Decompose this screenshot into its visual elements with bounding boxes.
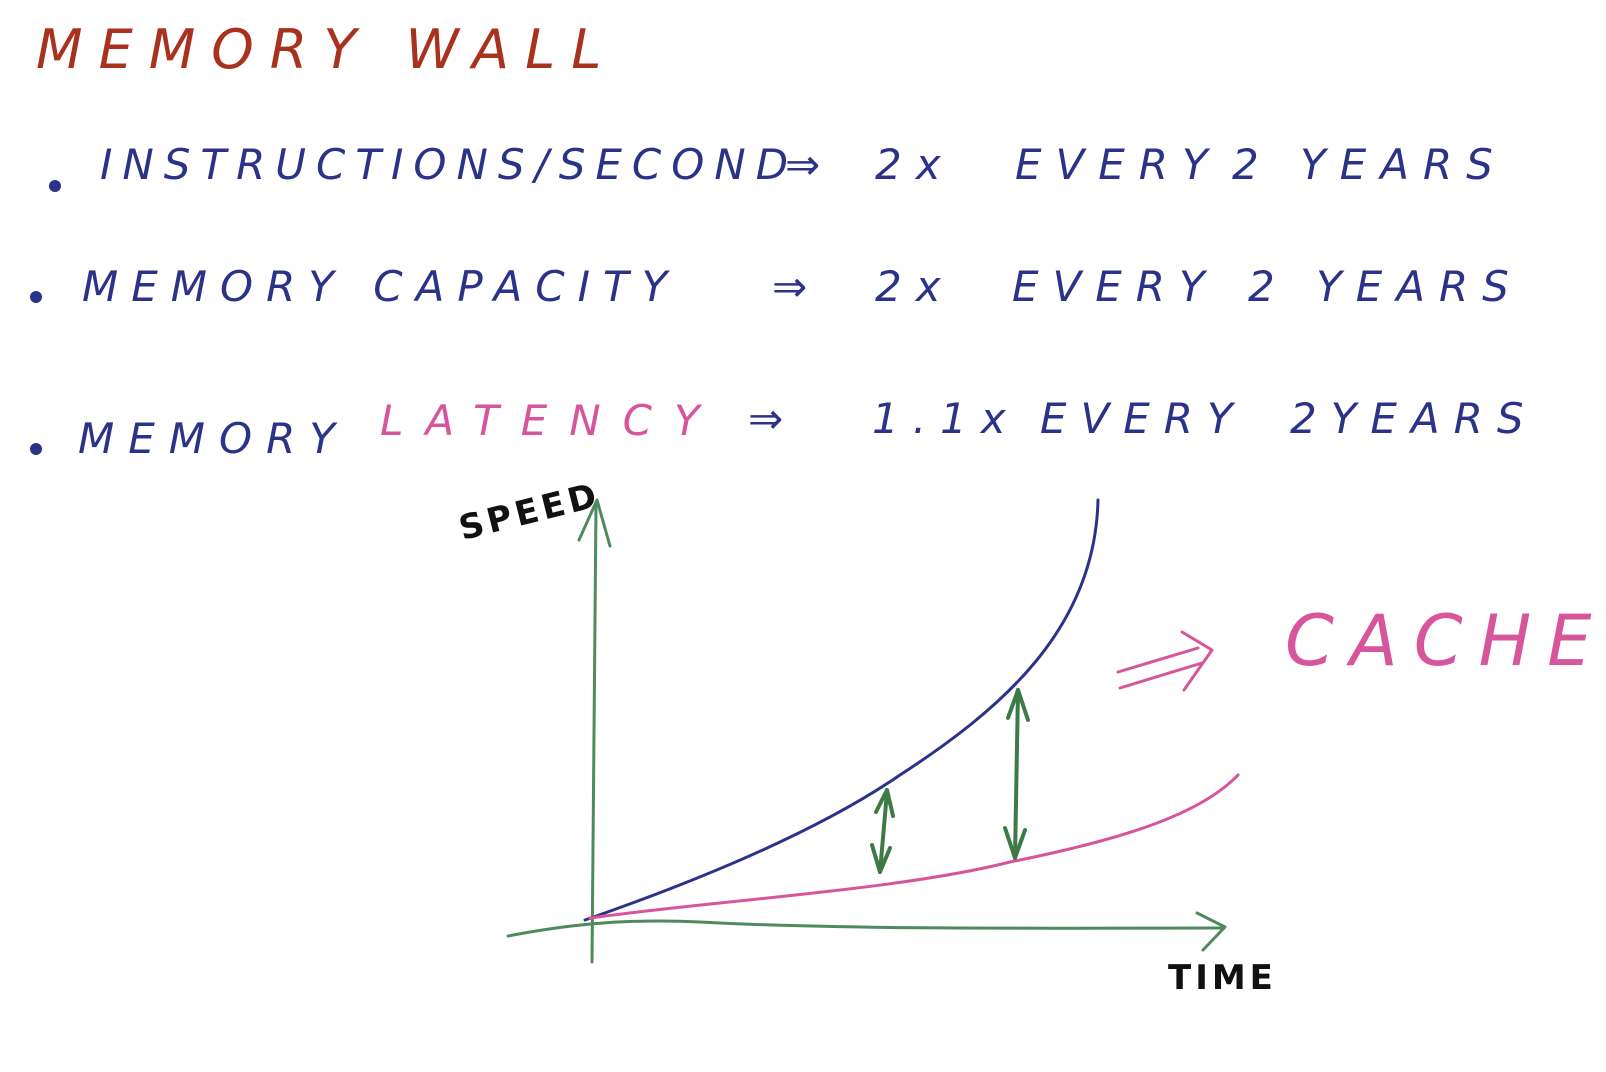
x-axis (506, 919, 1224, 938)
memory-latency-curve (588, 773, 1240, 920)
bullet-rate: 2x (875, 140, 955, 189)
bullet-label-memory-capacity: MEMORY CAPACITY (82, 262, 681, 311)
gap-arrow-small-head-top (874, 788, 895, 818)
x-axis-label: TIME (1168, 958, 1277, 998)
bullet-every: EVERY (1040, 394, 1247, 443)
y-axis (590, 503, 598, 964)
gap-arrow-large-head-top (1006, 688, 1030, 722)
bullet-period: 2 YEARS (1232, 140, 1507, 189)
gap-arrow-large (1013, 688, 1020, 860)
instructions-per-second-curve (583, 498, 1100, 922)
bullet-label-instructions: INSTRUCTIONS/SECOND (100, 140, 799, 189)
bullet-label-latency: LATENCY (380, 396, 722, 445)
gap-arrow-small-head-bottom (870, 843, 892, 874)
page-title: MEMORY WALL (36, 18, 618, 81)
bullet-dot (30, 443, 42, 455)
bullet-dot (49, 180, 61, 192)
x-axis-arrowhead (1195, 911, 1227, 952)
bullet-arrow: ⇒ (772, 262, 822, 311)
bullet-every: EVERY (1015, 140, 1222, 189)
bullet-period: 2 YEARS (1248, 262, 1523, 311)
bullet-period: 2YEARS (1290, 394, 1538, 443)
bullet-dot (30, 291, 42, 303)
caches-label: CACHES (1285, 600, 1606, 682)
y-axis-arrowhead (577, 498, 612, 548)
bullet-label-memory: MEMORY (78, 414, 349, 463)
gap-arrow-small (878, 790, 889, 874)
bullet-rate: 2x (875, 262, 955, 311)
gap-arrow-large-head-bottom (1003, 826, 1027, 860)
bullet-every: EVERY (1012, 262, 1219, 311)
bullet-arrow: ⇒ (785, 140, 835, 189)
bullet-arrow: ⇒ (748, 394, 798, 443)
bullet-rate: 1.1x (872, 394, 1020, 443)
caches-callout-arrow (1116, 630, 1214, 692)
